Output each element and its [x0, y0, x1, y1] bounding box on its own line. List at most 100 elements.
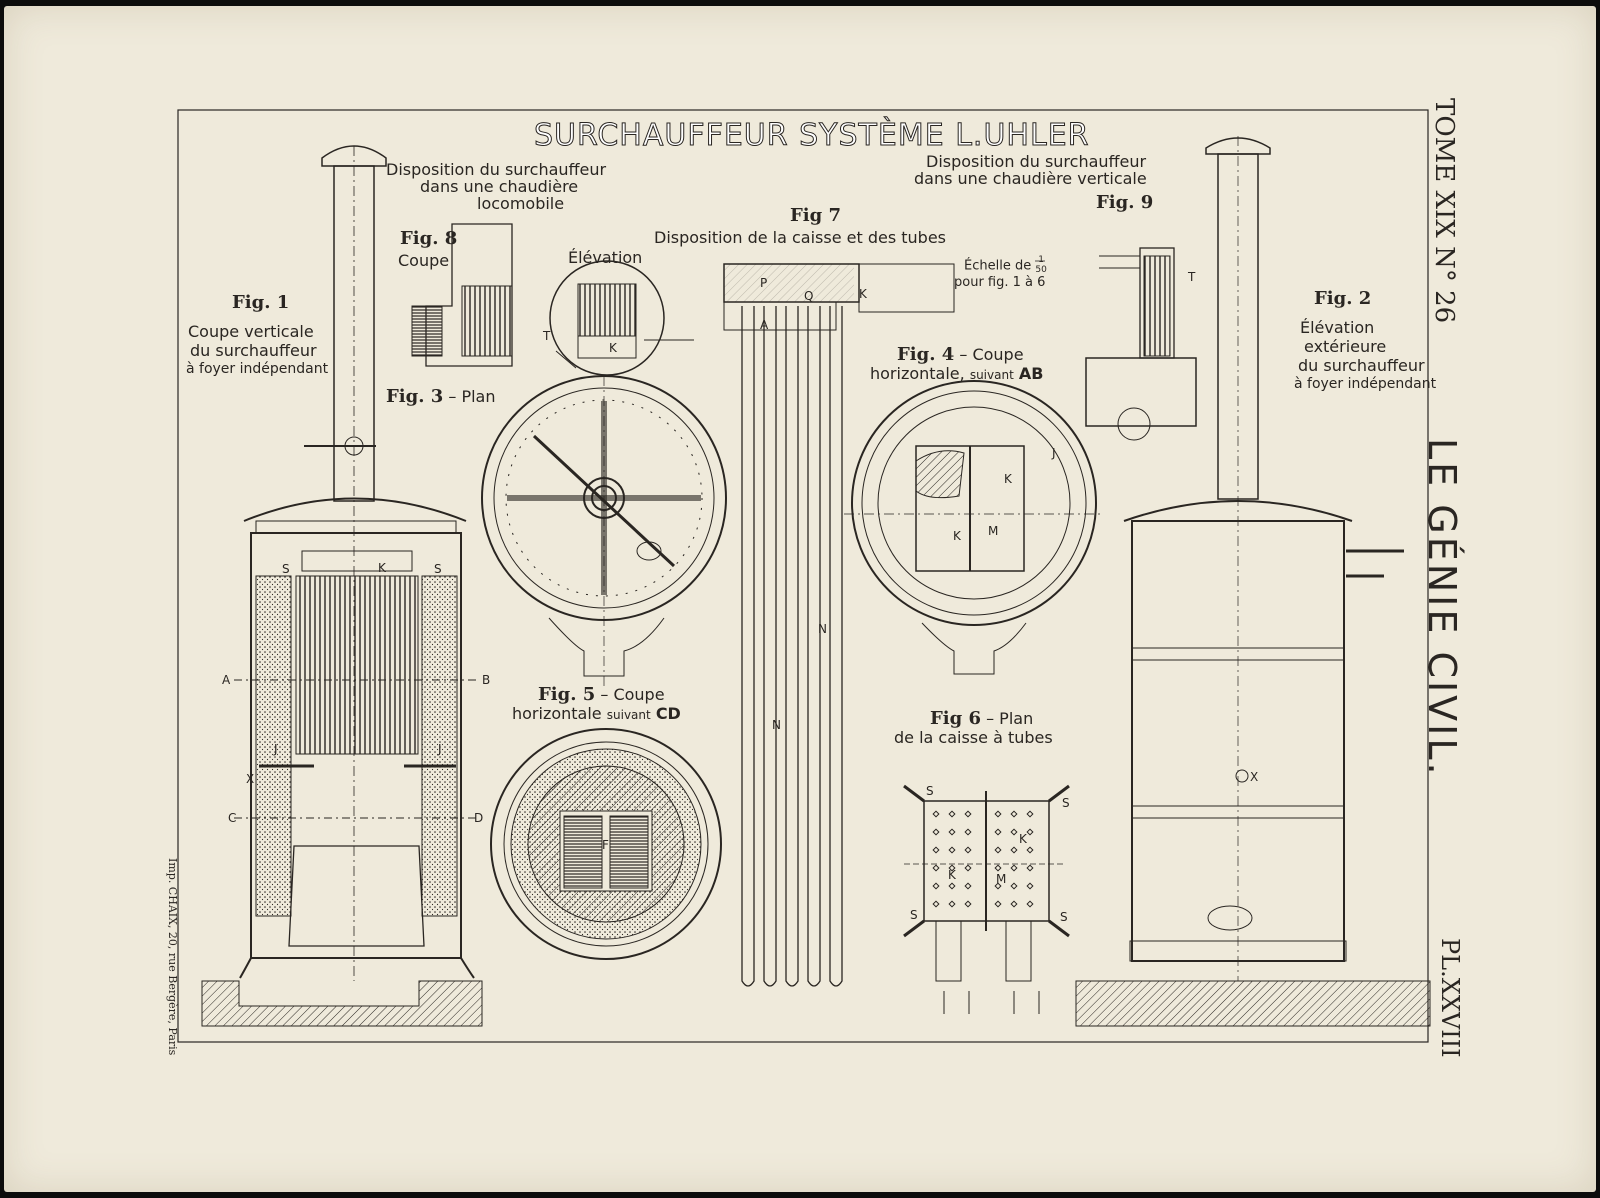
fig1-number: Fig. 1: [232, 292, 290, 313]
fig6-tube-hole: [964, 828, 972, 836]
fig4-caption-4: AB: [1018, 364, 1044, 383]
scale-numerator: 1: [1038, 255, 1044, 265]
letter-k-fig6-left: K: [948, 868, 956, 882]
locomobile-caption-3: locomobile: [477, 194, 565, 213]
fig2-caption-2: extérieure: [1304, 337, 1387, 356]
fig3-number: Fig. 3: [386, 386, 444, 407]
fig1-caption-3: à foyer indépendant: [186, 361, 329, 377]
scale-label: Échelle de 1 50: [964, 255, 1047, 276]
letter-k-fig4-top: K: [1004, 472, 1012, 486]
locomobile-caption-2: dans une chaudière: [420, 177, 579, 196]
letter-f-fig5: F: [602, 838, 609, 852]
fig7-tube-bundle: [723, 263, 955, 331]
scale-fraction: 1 50: [1035, 255, 1047, 276]
fig4-label: Fig. 4 – Coupe: [897, 344, 1024, 365]
letter-m-fig4: M: [988, 524, 999, 538]
fig7-tube: [785, 306, 799, 987]
fig4-number: Fig. 4: [897, 344, 955, 365]
fig3-label: Fig. 3 – Plan: [386, 386, 495, 407]
fig6-tube-hole: [932, 882, 940, 890]
technical-drawing: [177, 109, 1431, 1043]
fig6-tube-hole: [1010, 846, 1018, 854]
fig7-tube: [829, 306, 843, 987]
fig7-tube: [763, 306, 777, 987]
fig4-caption-3: suivant: [969, 368, 1014, 382]
fig8-elevation-label: Élévation: [568, 248, 643, 267]
fig6-tube-hole: [948, 846, 956, 854]
letter-t-fig9: T: [1188, 270, 1196, 284]
plate-border: [177, 109, 1429, 1043]
locomobile-caption-1: Disposition du surchauffeur: [386, 160, 607, 179]
fig6-caption-1: – Plan: [986, 709, 1034, 728]
fig6-tube-hole: [1026, 882, 1034, 890]
fig6-tube-hole: [994, 810, 1002, 818]
fig6-tube-hole: [948, 810, 956, 818]
letter-n-lower: N: [772, 718, 781, 732]
fig6-number: Fig 6: [930, 708, 981, 729]
fig6-tube-hole: [1010, 810, 1018, 818]
letter-k-fig1: K: [378, 561, 386, 575]
fig6-tube-hole: [964, 882, 972, 890]
fig5-label: Fig. 5 – Coupe: [538, 685, 665, 705]
letter-x-fig1: X: [246, 772, 255, 786]
fig6-tube-holes: [932, 810, 1034, 908]
fig6-tube-hole: [994, 900, 1002, 908]
journal-title: LE GÉNIE CIVIL.: [1420, 438, 1464, 778]
printer-imprint: Imp. CHAIX, 20, rue Bergère, Paris: [166, 858, 179, 1056]
fig6-tube-hole: [1026, 846, 1034, 854]
fig3-plan: [481, 375, 727, 686]
fig6-tube-box-plan: [903, 784, 1070, 1014]
fig6-tube-hole: [994, 882, 1002, 890]
letter-k-fig7: K: [859, 287, 867, 301]
fig7-tube: [807, 306, 821, 987]
fig9-vertical-boiler: [1085, 247, 1197, 441]
plate-title: SURCHAUFFEUR SYSTÈME L.UHLER: [534, 118, 1090, 154]
letter-k-fig6-right: K: [1019, 832, 1027, 846]
letter-x-fig2: X: [1250, 770, 1259, 784]
fig7-caption: Disposition de la caisse et des tubes: [654, 228, 947, 247]
fig2-number: Fig. 2: [1314, 288, 1372, 309]
letter-k-fig8: K: [609, 341, 617, 355]
fig8-section: [411, 223, 513, 367]
fig6-tube-hole: [1010, 828, 1018, 836]
fig2-caption-4: à foyer indépendant: [1294, 376, 1437, 392]
fig8-caption: Coupe: [398, 251, 450, 270]
letter-k-fig4-bottom: K: [953, 529, 961, 543]
scale-range: pour fig. 1 à 6: [954, 275, 1046, 290]
fig6-caption-2: de la caisse à tubes: [894, 728, 1053, 747]
volume-label: TOME XIX N° 26: [1429, 98, 1459, 324]
verticale-caption-1: Disposition du surchauffeur: [926, 152, 1147, 171]
scale-text: Échelle de: [964, 258, 1032, 274]
fig5-caption-2: horizontale: [512, 704, 602, 723]
fig2-exterior-elevation: [1075, 136, 1431, 1027]
fig6-tube-hole: [1026, 864, 1034, 872]
fig5-caption-1: – Coupe: [600, 685, 665, 704]
fig4-caption: horizontale, suivant AB: [870, 364, 1044, 383]
letter-d: D: [474, 811, 484, 825]
letter-j-fig1-right: J: [438, 742, 442, 756]
fig5-caption-3: suivant: [606, 708, 651, 722]
fig6-tube-hole: [932, 846, 940, 854]
letter-a-fig7: A: [760, 318, 769, 332]
letter-a: A: [222, 673, 231, 687]
verticale-caption-2: dans une chaudière verticale: [914, 169, 1147, 188]
letter-s-fig6-bl: S: [910, 908, 918, 922]
letter-s-fig6-tr: S: [1062, 796, 1070, 810]
fig6-tube-hole: [994, 846, 1002, 854]
fig8-elevation: [549, 260, 694, 376]
fig6-tube-hole: [1026, 810, 1034, 818]
fig4-section-ab: [844, 380, 1104, 675]
fig6-tube-hole: [1010, 882, 1018, 890]
letter-n-upper: N: [818, 622, 827, 636]
letter-s-fig6-tl: S: [926, 784, 934, 798]
letter-s-fig1-left: S: [282, 562, 290, 576]
fig6-tube-hole: [964, 846, 972, 854]
fig6-tube-hole: [948, 900, 956, 908]
fig9-number: Fig. 9: [1096, 192, 1154, 213]
scale-denominator: 50: [1035, 264, 1047, 275]
fig6-tube-hole: [994, 828, 1002, 836]
fig4-caption-2: horizontale,: [870, 364, 965, 383]
letter-c: C: [228, 811, 237, 825]
fig6-tube-hole: [948, 828, 956, 836]
letter-j-fig1-left: J: [274, 742, 278, 756]
